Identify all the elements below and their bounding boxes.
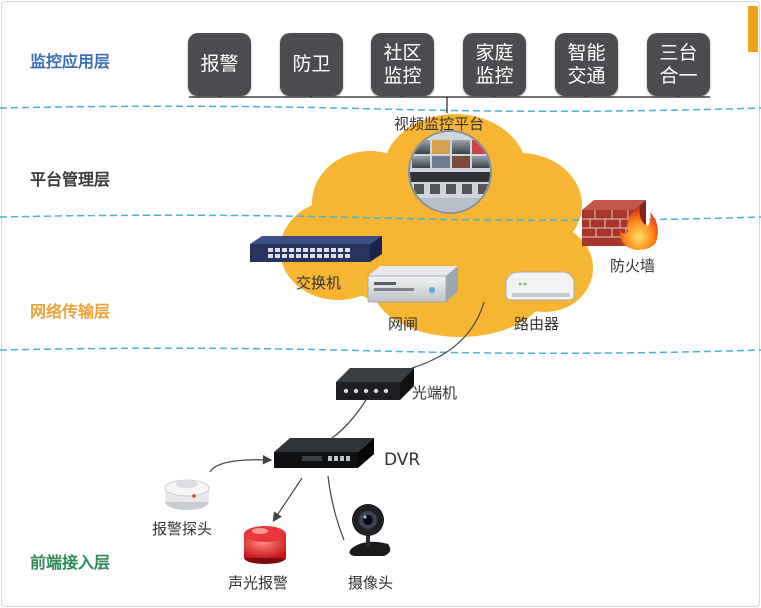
firewall-label: 防火墙 — [610, 257, 656, 275]
platform-label: 视频监控平台 — [394, 115, 485, 133]
accent-bar — [748, 6, 758, 52]
app-alarm-label: 报警 — [200, 53, 239, 75]
layer-label-application: 监控应用层 — [30, 52, 111, 71]
divider-1 — [0, 105, 761, 113]
router-optical-link — [411, 301, 485, 369]
webcam-icon — [349, 504, 391, 556]
router-icon — [505, 271, 575, 301]
app-defense-label: 防卫 — [292, 53, 331, 75]
gateway-label: 网闸 — [388, 315, 419, 333]
app-home-monitoring: 家庭监控 — [463, 33, 526, 96]
app-defense: 防卫 — [280, 33, 343, 96]
app-alarm: 报警 — [188, 33, 251, 96]
app-community-monitoring-label: 社区监控 — [383, 41, 422, 87]
webcam-label: 摄像头 — [348, 574, 394, 592]
divider-3 — [0, 347, 761, 355]
router-label: 路由器 — [514, 315, 560, 333]
app-community-monitoring: 社区监控 — [371, 33, 434, 96]
siren-label: 声光报警 — [228, 574, 289, 592]
smoke-detector-icon — [164, 479, 210, 510]
app-smart-traffic-label: 智能交通 — [567, 41, 606, 87]
layer-label-network: 网络传输层 — [30, 302, 111, 321]
app-home-monitoring-label: 家庭监控 — [475, 41, 514, 87]
app-smart-traffic: 智能交通 — [555, 33, 618, 96]
switch-label: 交换机 — [296, 274, 342, 292]
firewall-icon — [582, 200, 658, 250]
layer-label-frontend: 前端接入层 — [30, 553, 111, 572]
platform-icon — [408, 130, 492, 214]
gateway-icon — [367, 266, 458, 303]
app-three-in-one: 三台合一 — [647, 33, 710, 96]
siren-icon — [244, 526, 286, 564]
dvr-icon — [274, 438, 374, 468]
layer-label-platform: 平台管理层 — [30, 170, 111, 189]
dvr-links — [209, 454, 345, 541]
app-three-in-one-label: 三台合一 — [659, 41, 698, 87]
optical-transceiver-icon — [336, 368, 414, 400]
smoke-detector-label: 报警探头 — [152, 520, 213, 538]
dvr-label: DVR — [384, 450, 421, 470]
app-bracket — [189, 96, 710, 113]
optical-transceiver-label: 光端机 — [412, 384, 458, 402]
switch-icon — [250, 236, 382, 262]
optical-dvr-link — [331, 399, 367, 439]
